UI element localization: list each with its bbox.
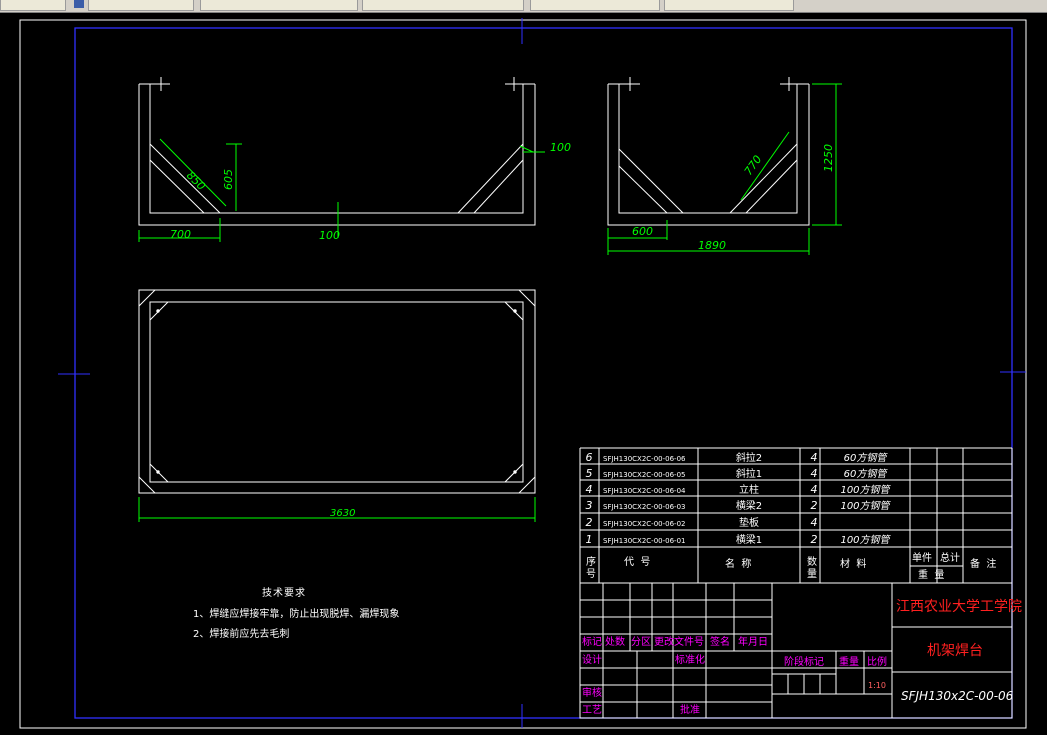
- parts-row-qty: 2: [811, 533, 818, 546]
- header-name: 名 称: [725, 557, 751, 570]
- parts-row-name: 横梁1: [736, 533, 762, 546]
- cad-toolbar: [0, 0, 1047, 13]
- parts-row-code: SFJH130CX2C-00-06-04: [603, 487, 686, 495]
- parts-row-name: 斜拉2: [736, 451, 762, 464]
- label-date: 年月日: [738, 635, 768, 648]
- front-view-dimensions: [138, 138, 545, 242]
- tech-requirement-2: 2、焊接前应先去毛刺: [193, 627, 289, 640]
- dim-front-plate: 100: [550, 141, 571, 154]
- parts-row-no: 2: [586, 516, 593, 529]
- header-remarks: 备 注: [970, 557, 996, 570]
- dim-top-length: 3630: [330, 508, 355, 519]
- parts-row-qty: 4: [811, 451, 818, 464]
- parts-row-code: SFJH130CX2C-00-06-03: [603, 503, 685, 511]
- school-name: 江西农业大学工学院: [896, 599, 1022, 615]
- parts-row-no: 4: [586, 483, 593, 496]
- label-weight: 重量: [839, 655, 859, 668]
- header-weight: 重 量: [918, 568, 944, 581]
- parts-row-code: SFJH130CX2C-00-06-06: [603, 455, 686, 463]
- drawing-number: SFJH130x2C-00-06: [901, 689, 1014, 703]
- parts-row-name: 横梁2: [736, 499, 762, 512]
- label-count: 处数: [605, 635, 625, 648]
- header-material: 材 料: [840, 557, 866, 570]
- part-name: 机架焊台: [927, 643, 983, 659]
- dim-front-diag: 850: [184, 169, 208, 193]
- parts-row-material: 60方钢管: [844, 468, 889, 480]
- parts-row-material: 100方钢管: [840, 534, 891, 546]
- parts-row-no: 5: [586, 467, 593, 480]
- lineweight-dropdown[interactable]: [664, 0, 794, 11]
- label-process: 工艺: [582, 704, 602, 716]
- dim-side-diag: 770: [742, 153, 765, 178]
- header-unit-weight: 单件: [912, 552, 932, 564]
- toolbar-segment[interactable]: [88, 0, 194, 11]
- parts-row-material: 60方钢管: [844, 452, 889, 464]
- parts-row-name: 立柱: [739, 483, 759, 496]
- label-stage-mark: 阶段标记: [784, 655, 824, 668]
- parts-row-no: 1: [586, 533, 593, 546]
- parts-row-code: SFJH130CX2C-00-06-01: [603, 537, 685, 545]
- front-view: [138, 77, 536, 226]
- label-design: 设计: [582, 653, 602, 666]
- label-zone: 分区: [631, 636, 651, 648]
- parts-row-name: 斜拉1: [736, 467, 762, 480]
- dim-front-thick: 100: [319, 229, 340, 242]
- parts-row-qty: 4: [811, 483, 818, 496]
- dim-front-vert: 605: [222, 169, 235, 190]
- dim-front-width: 700: [170, 228, 191, 241]
- side-view-dimensions: [607, 83, 842, 255]
- top-view: [138, 289, 536, 494]
- label-mark: 标记: [582, 636, 602, 648]
- layer-dropdown[interactable]: [200, 0, 358, 11]
- parts-row-code: SFJH130CX2C-00-06-02: [603, 520, 685, 528]
- parts-row-qty: 4: [811, 516, 818, 529]
- parts-list-header: 序号 代 号 名 称 数量 材 料 单件 总计 重 量 备 注: [584, 551, 997, 581]
- title-block-grid: [579, 582, 1013, 719]
- tech-requirements-title: 技术要求: [262, 586, 306, 599]
- header-qty: 数量: [805, 555, 817, 580]
- parts-row-qty: 4: [811, 467, 818, 480]
- scale-value: 1:10: [868, 681, 886, 690]
- parts-row-material: 100方钢管: [840, 484, 891, 496]
- label-review: 审核: [582, 686, 602, 699]
- dim-side-width: 600: [632, 225, 653, 238]
- label-change-doc: 更改文件号: [654, 635, 704, 648]
- parts-row-code: SFJH130CX2C-00-06-05: [603, 471, 685, 479]
- toolbar-segment[interactable]: [0, 0, 66, 11]
- header-total-weight: 总计: [940, 551, 960, 564]
- parts-row-no: 3: [586, 499, 593, 512]
- header-no: 序号: [584, 555, 596, 580]
- dim-side-overall: 1890: [698, 239, 726, 252]
- label-sign: 签名: [710, 635, 730, 648]
- label-approve: 批准: [680, 703, 700, 716]
- label-scale: 比例: [867, 655, 887, 668]
- layer-icon[interactable]: [74, 0, 84, 8]
- header-code: 代 号: [624, 556, 650, 568]
- linetype-dropdown[interactable]: [530, 0, 660, 11]
- label-standardize: 标准化: [675, 653, 705, 666]
- parts-row-material: 100方钢管: [840, 500, 891, 512]
- top-view-dimensions: [138, 497, 536, 522]
- cad-drawing-canvas[interactable]: 850 605 700 100 100 770 1250 600 1890: [0, 12, 1047, 735]
- parts-row-qty: 2: [811, 499, 818, 512]
- side-view: [607, 77, 810, 226]
- title-block-labels: 标记 处数 分区 更改文件号 签名 年月日 设计 标准化 阶段标记 重量 比例 …: [582, 635, 887, 716]
- tech-requirements: 技术要求 1、焊缝应焊接牢靠，防止出现脱焊、漏焊现象 2、焊接前应先去毛刺: [193, 586, 399, 640]
- parts-row-no: 6: [586, 451, 593, 464]
- parts-row-name: 垫板: [739, 516, 759, 529]
- color-dropdown[interactable]: [362, 0, 524, 11]
- tech-requirement-1: 1、焊缝应焊接牢靠，防止出现脱焊、漏焊现象: [193, 607, 399, 620]
- dim-side-height: 1250: [822, 144, 835, 172]
- sheet-frame: [19, 18, 1027, 729]
